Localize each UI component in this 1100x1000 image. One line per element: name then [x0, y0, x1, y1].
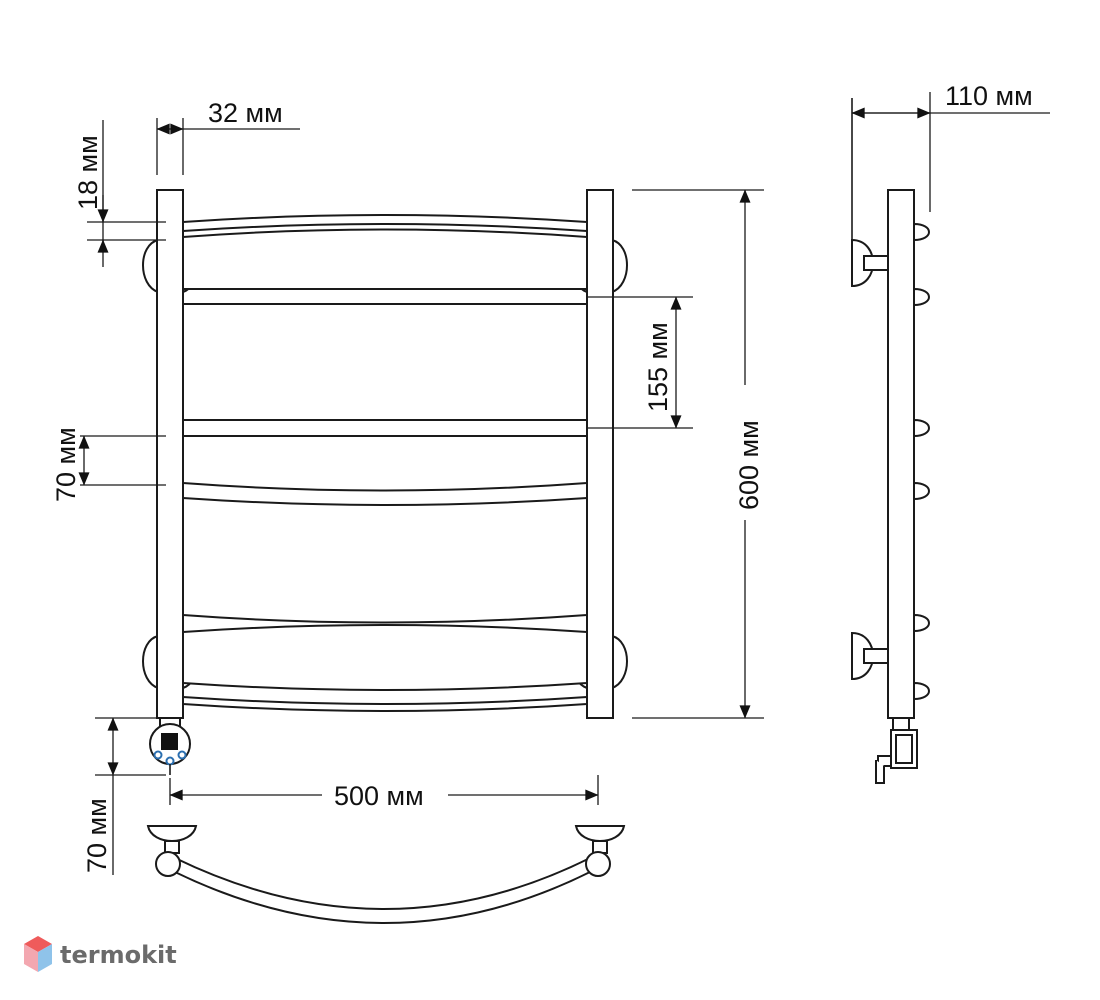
- brand-name: termokit: [60, 941, 177, 969]
- dim-total-height: 600 мм: [632, 189, 764, 719]
- dim-label-pair-spacing: 70 мм: [51, 427, 81, 502]
- dim-heater-offset: 70 мм: [82, 717, 166, 875]
- side-bracket-bottom: [851, 631, 889, 681]
- dim-tube-diameter: 32 мм: [156, 98, 300, 175]
- dim-rung-spacing: 155 мм: [587, 296, 693, 429]
- dim-label-wall-depth: 110 мм: [945, 81, 1033, 111]
- dim-label-width: 500 мм: [334, 781, 424, 811]
- top-view-wall-cup-left: [146, 825, 198, 842]
- top-view-post-left: [155, 851, 181, 877]
- dim-label-heater-offset: 70 мм: [82, 798, 112, 873]
- rung-1: [182, 214, 588, 233]
- brand-logo: termokit: [24, 936, 177, 972]
- dim-label-total-height: 600 мм: [734, 420, 764, 510]
- heating-element: [149, 717, 191, 775]
- rung-7: [182, 695, 588, 712]
- termokit-logo-icon: [24, 936, 52, 972]
- dim-label-rung-spacing: 155 мм: [643, 322, 673, 412]
- dim-width: 500 мм: [169, 775, 599, 811]
- side-bracket-top: [851, 238, 889, 288]
- rung-5: [182, 496, 588, 624]
- dim-label-tube-diameter: 32 мм: [208, 98, 283, 128]
- side-rung-end: [913, 222, 930, 242]
- side-rung-end: [913, 481, 930, 501]
- side-view: [851, 98, 930, 784]
- side-rung-end: [913, 418, 930, 438]
- top-view: [146, 825, 626, 924]
- top-view-post-right: [585, 851, 611, 877]
- side-post: [887, 189, 915, 719]
- rung-3: [182, 303, 588, 421]
- dim-wall-depth: 110 мм: [851, 81, 1050, 212]
- side-rung-end: [913, 613, 930, 633]
- top-view-wall-cup-right: [574, 825, 626, 842]
- side-heating-element: [875, 717, 918, 784]
- dim-top-offset: 18 мм: [73, 120, 166, 267]
- left-post: [156, 189, 184, 719]
- rung-4: [182, 435, 588, 492]
- rung-6: [182, 624, 588, 691]
- dim-label-top-offset: 18 мм: [73, 135, 103, 210]
- rung-2: [182, 228, 588, 290]
- side-rung-end: [913, 287, 930, 307]
- dim-pair-spacing: 70 мм: [51, 427, 166, 502]
- front-view: [142, 189, 628, 775]
- dimensions: 32 мм 18 мм 110 мм 155 мм: [51, 81, 1050, 875]
- top-view-curved-rail: [174, 856, 591, 924]
- right-post: [586, 189, 614, 719]
- side-rung-end: [913, 681, 930, 701]
